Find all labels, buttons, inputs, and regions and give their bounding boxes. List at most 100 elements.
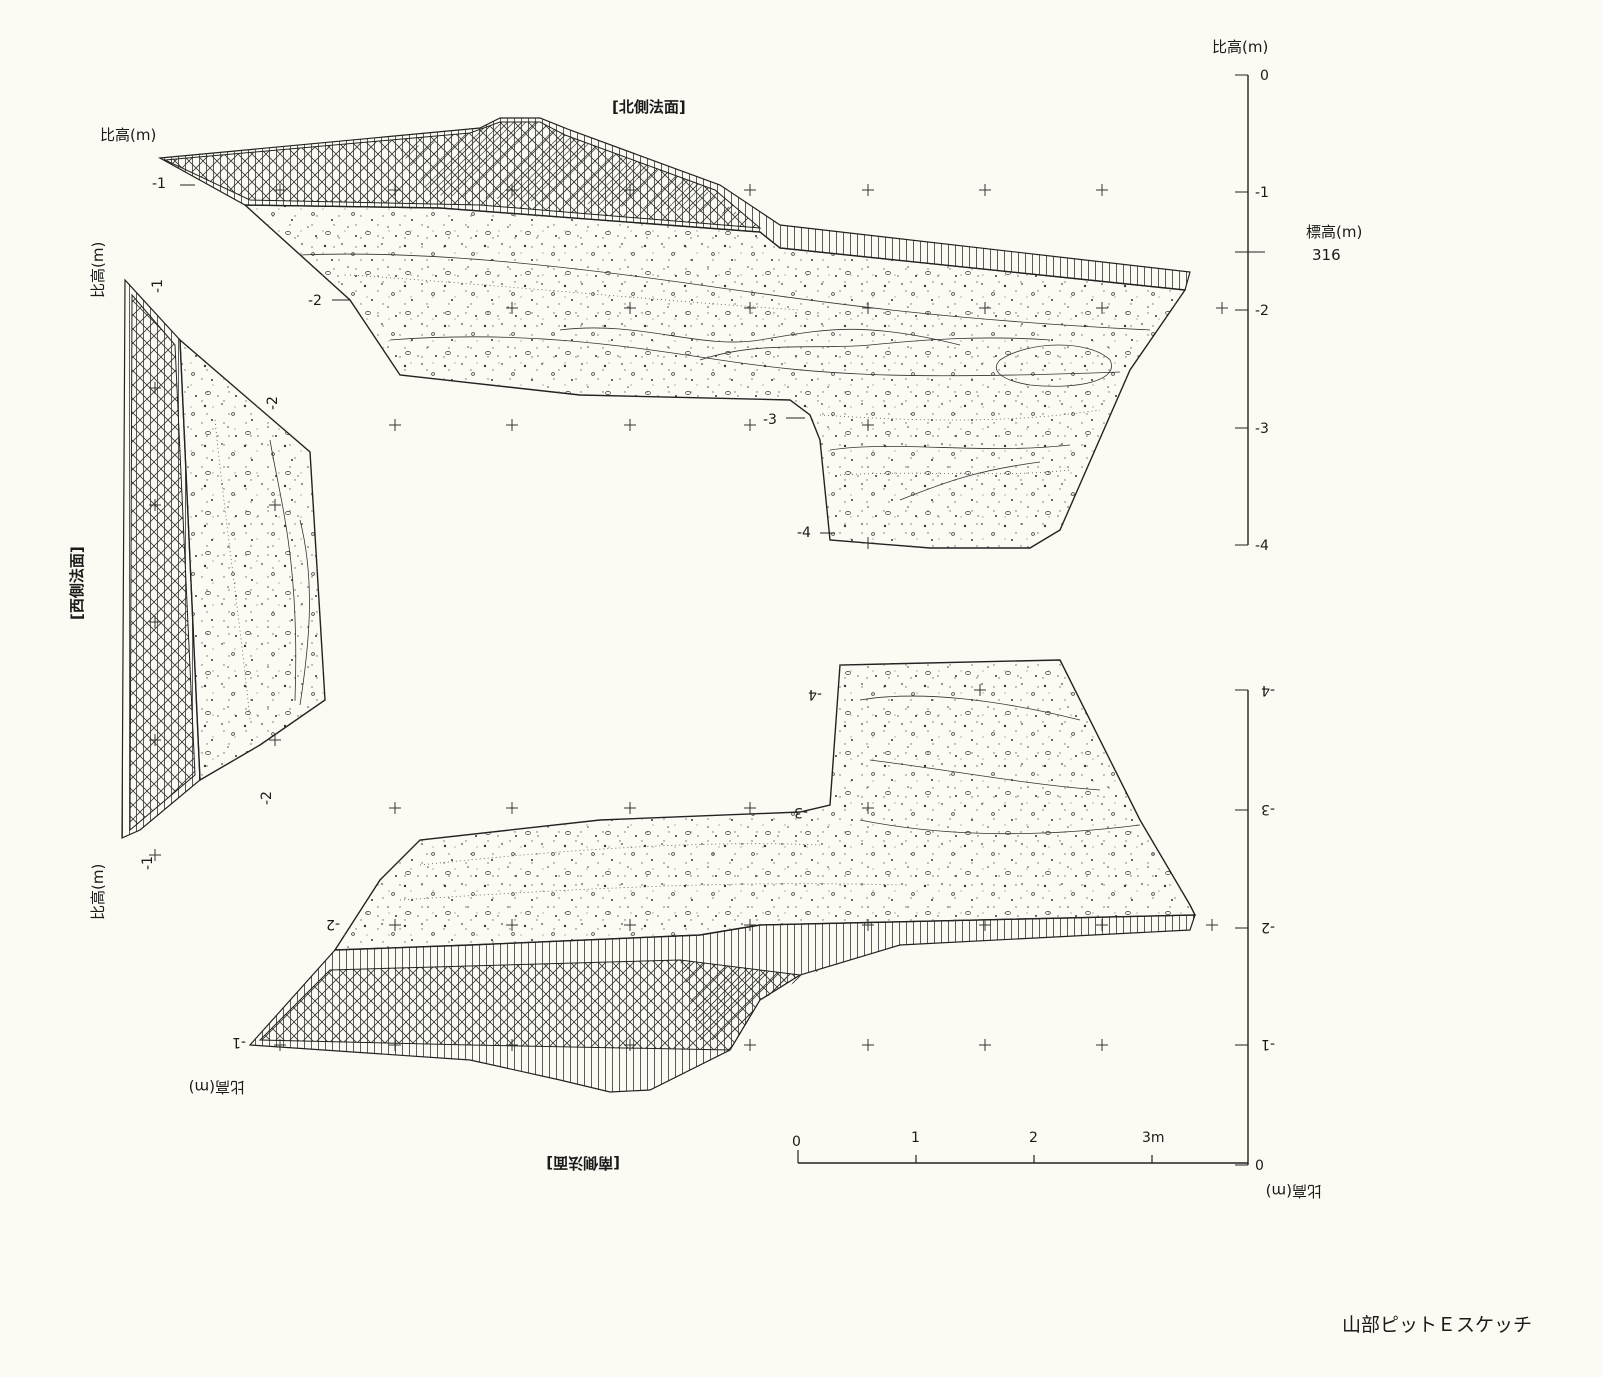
right-tick-lower-4: -4 [1261, 682, 1275, 698]
north-tick-3: -3 [763, 412, 777, 428]
north-tick-4: -4 [797, 525, 811, 541]
west-tick-bottom-1: -1 [140, 856, 156, 870]
grid-cross [149, 382, 161, 394]
north-lamina-4 [699, 337, 1051, 361]
south-tick-1: -1 [232, 1034, 246, 1050]
west-tick-bottom-2: -2 [259, 791, 275, 805]
grid-cross [744, 802, 756, 814]
right-tick-lower-2: -2 [1261, 919, 1275, 935]
grid-cross [149, 734, 161, 746]
right-tick-upper-1: -1 [1255, 185, 1269, 201]
grid-cross [1096, 302, 1108, 314]
grid-cross [979, 919, 991, 931]
grid-cross [862, 302, 874, 314]
grid-cross [624, 184, 636, 196]
west-face-section [121, 278, 326, 839]
south-face-section [248, 659, 1197, 1093]
grid-cross [1206, 919, 1218, 931]
grid-cross [1096, 919, 1108, 931]
north-face-title: [北側法面] [612, 98, 686, 116]
grid-cross [974, 684, 986, 696]
west-lamina-2 [299, 519, 310, 706]
grid-cross [862, 919, 874, 931]
north-lens [995, 344, 1112, 387]
south-tick-2: -2 [326, 916, 340, 932]
grid-cross [624, 302, 636, 314]
north-lamina-6 [899, 461, 1041, 501]
south-lamina-3 [859, 819, 1141, 835]
north-tick-2: -2 [308, 293, 322, 309]
grid-cross [744, 919, 756, 931]
west-tick-top-2: -2 [265, 396, 281, 410]
grid-cross [624, 919, 636, 931]
north-diagonal-layer [400, 122, 740, 215]
north-axis-label: 比高(m) [100, 126, 156, 144]
north-dotted-2 [819, 409, 1101, 421]
west-face-title: [西側法面] [68, 546, 86, 620]
south-axis-label: 比高(m) [189, 1078, 245, 1096]
right-tick-upper-2: -2 [1255, 303, 1269, 319]
south-lamina-2 [869, 759, 1101, 791]
grid-cross [506, 302, 518, 314]
grid-cross [862, 537, 874, 549]
grid-cross [269, 499, 281, 511]
grid-cross [506, 184, 518, 196]
right-axis-bottom-label: 比高(m) [1266, 1182, 1322, 1200]
scale-label-2: 2 [1029, 1130, 1038, 1146]
grid-cross [274, 184, 286, 196]
grid-cross [744, 419, 756, 431]
grid-cross [506, 1039, 518, 1051]
grid-cross [389, 184, 401, 196]
south-lamina-1 [859, 695, 1081, 721]
south-fine-overlay [335, 660, 1195, 950]
north-fine-overlay [245, 205, 1185, 548]
grid-cross [389, 419, 401, 431]
west-crosshatch-layer [129, 293, 196, 832]
scale-bar [797, 1150, 1248, 1164]
grid-cross [744, 1039, 756, 1051]
right-tick-upper-0: 0 [1260, 68, 1269, 84]
south-tick-4: -4 [808, 686, 822, 702]
grid-cross [862, 802, 874, 814]
west-tick-top-1: -1 [150, 279, 166, 293]
grid-cross [979, 302, 991, 314]
grid-cross [506, 919, 518, 931]
west-axis-label-bottom: 比高(m) [89, 864, 107, 920]
west-axis-label-top: 比高(m) [89, 242, 107, 298]
grid-cross [862, 184, 874, 196]
north-lamina-2 [389, 336, 1121, 377]
south-diagonal-layer [680, 960, 830, 1040]
right-tick-upper-3: -3 [1255, 421, 1269, 437]
grid-cross [274, 1039, 286, 1051]
grid-cross [506, 419, 518, 431]
grid-cross [979, 184, 991, 196]
grid-cross [624, 419, 636, 431]
figure-caption: 山部ピットＥスケッチ [1341, 1314, 1532, 1336]
grid-cross [149, 849, 161, 861]
right-tick-lower-3: -3 [1261, 801, 1275, 817]
north-face-section [158, 117, 1191, 549]
grid-cross [149, 499, 161, 511]
grid-cross [862, 1039, 874, 1051]
north-lamina-5 [829, 444, 1071, 451]
right-tick-lower-1: -1 [1261, 1036, 1275, 1052]
grid-cross [979, 1039, 991, 1051]
elevation-value: 316 [1312, 246, 1341, 264]
right-tick-upper-4: -4 [1255, 538, 1269, 554]
north-tick-1: -1 [152, 176, 166, 192]
north-lamina-3 [559, 327, 961, 346]
grid-cross [624, 802, 636, 814]
right-tick-lower-0: 0 [1255, 1158, 1264, 1174]
grid-cross [389, 802, 401, 814]
grid-cross [744, 302, 756, 314]
south-face-title: [南側法面] [546, 1154, 620, 1172]
grid-cross [744, 184, 756, 196]
scale-label-0: 0 [792, 1134, 801, 1150]
grid-crosses [149, 184, 1228, 1051]
grid-cross [389, 1039, 401, 1051]
south-dotted-1 [419, 843, 821, 866]
grid-cross [1216, 302, 1228, 314]
grid-cross [1096, 1039, 1108, 1051]
grid-cross [624, 1039, 636, 1051]
